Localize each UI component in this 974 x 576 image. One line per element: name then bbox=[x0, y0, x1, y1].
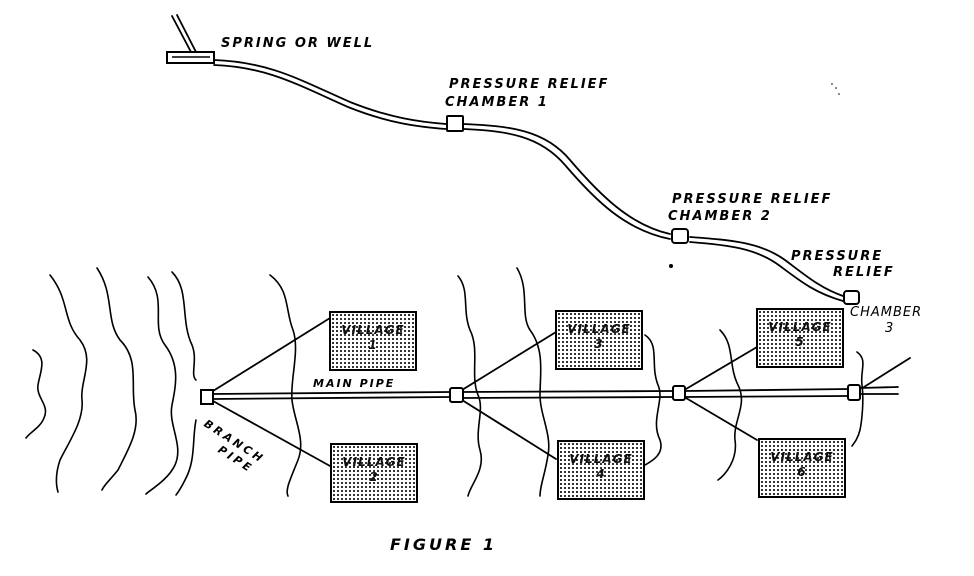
specks bbox=[669, 83, 840, 268]
inlet-pipe bbox=[171, 14, 197, 53]
village-6-name: VILLAGE bbox=[770, 450, 834, 464]
chamber-3-label-line3: CHAMBER bbox=[850, 305, 923, 320]
chamber-3-label-line4: 3 bbox=[885, 321, 896, 336]
village-3-number: 3 bbox=[594, 337, 604, 351]
village-1-number: 1 bbox=[368, 338, 378, 352]
figure-caption: FIGURE 1 bbox=[390, 535, 497, 554]
branch-pipes bbox=[212, 317, 911, 467]
chamber-3-label-line1: PRESSURE bbox=[791, 249, 884, 264]
supply-pipe-1 bbox=[213, 59, 447, 130]
main-pipe-label: MAIN PIPE bbox=[313, 377, 396, 390]
village-5-name: VILLAGE bbox=[768, 320, 832, 334]
spring-label: SPRING OR WELL bbox=[221, 36, 375, 51]
chamber-1-label-line2: CHAMBER 1 bbox=[445, 95, 549, 110]
village-2-number: 2 bbox=[369, 470, 379, 484]
village-3-name: VILLAGE bbox=[567, 322, 631, 336]
chamber-2-label-line2: CHAMBER 2 bbox=[668, 209, 772, 224]
supply-pipe-3 bbox=[689, 236, 844, 302]
pressure-relief-chambers bbox=[446, 115, 860, 305]
village-5-number: 5 bbox=[795, 335, 805, 349]
village-4-number: 4 bbox=[596, 467, 606, 481]
chamber-3-label-line2: RELIEF bbox=[833, 265, 895, 280]
spring-box bbox=[166, 51, 215, 64]
chamber-2-label-line1: PRESSURE RELIEF bbox=[672, 192, 833, 207]
supply-pipe-2 bbox=[463, 123, 671, 240]
pipe-junctions bbox=[200, 384, 861, 405]
chamber-1-box bbox=[446, 115, 464, 132]
chamber-1-label-line1: PRESSURE RELIEF bbox=[449, 77, 610, 92]
village-2-name: VILLAGE bbox=[342, 455, 406, 469]
chamber-3-box bbox=[843, 290, 860, 305]
village-6-number: 6 bbox=[797, 465, 807, 479]
village-1-name: VILLAGE bbox=[341, 323, 405, 337]
main-pipe bbox=[212, 386, 899, 400]
contour-lines bbox=[25, 267, 864, 497]
chamber-2-box bbox=[671, 228, 689, 244]
village-4-name: VILLAGE bbox=[569, 452, 633, 466]
